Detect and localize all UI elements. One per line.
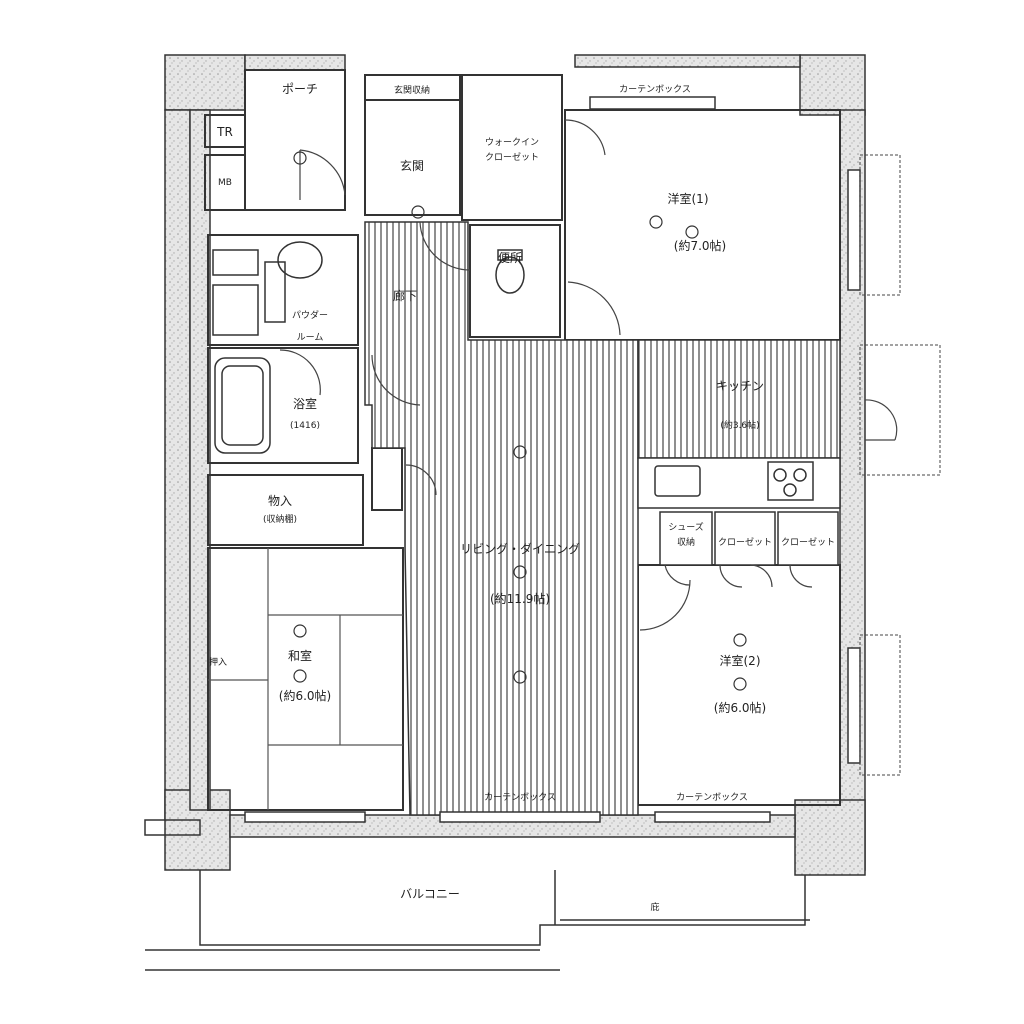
walkin-label-2: クローゼット [485, 151, 539, 163]
kitchen-counter [637, 457, 841, 509]
toilet-fixture [495, 249, 525, 294]
entrance-label: 玄関 [400, 158, 424, 173]
porch-label: ポーチ [282, 82, 318, 96]
living-label: リビング・ダイニング [460, 541, 580, 556]
light-fixtures [293, 151, 747, 691]
room-walls [204, 69, 841, 811]
wood-floor [364, 221, 841, 816]
shoes-label-1: シューズ [668, 521, 704, 533]
washbasin [212, 241, 323, 336]
storage-sub: (収納棚) [263, 513, 297, 525]
western1-label: 洋室(1) [668, 191, 709, 206]
room-labels: ポーチ TR MB 玄関収納 玄関 ウォークイン クローゼット 洋室(1) (約… [209, 82, 835, 913]
mb-label: MB [218, 178, 232, 188]
closet-label-2: クローゼット [781, 536, 835, 548]
closet-label-1: クローゼット [718, 536, 772, 548]
entrance-storage-label: 玄関収納 [394, 84, 430, 96]
western2-size: (約6.0帖) [714, 700, 766, 715]
balcony-label: バルコニー [400, 887, 460, 901]
powder-label-2: ルーム [297, 332, 324, 343]
shoes-label-2: 収納 [677, 536, 695, 548]
powder-label-1: パウダー [292, 309, 328, 321]
balcony-rail [144, 819, 810, 971]
curtain-box-label-1: カーテンボックス [619, 84, 691, 95]
curtain-box-label-3: カーテンボックス [676, 792, 748, 803]
japanese-label: 和室 [288, 648, 312, 663]
western1-size: (約7.0帖) [674, 238, 726, 253]
storage-label: 物入 [268, 494, 292, 508]
bath-size: (1416) [290, 421, 320, 431]
japanese-size: (約6.0帖) [279, 688, 331, 703]
curtain-box-label-2: カーテンボックス [484, 792, 556, 803]
oshiire-label: 押入 [209, 656, 227, 668]
western2-label: 洋室(2) [720, 653, 761, 668]
walkin-label-1: ウォークイン [485, 137, 539, 148]
tatami [208, 548, 403, 810]
hallway-label: 廊下 [393, 288, 417, 303]
closets [659, 511, 839, 566]
toilet-label: 便所 [498, 251, 522, 265]
bath-label: 浴室 [293, 396, 317, 411]
tr-label: TR [216, 125, 233, 139]
windows [244, 96, 861, 823]
exterior-frames [859, 154, 941, 776]
outer-walls [164, 54, 866, 876]
kitchen-size: (約3.6帖) [720, 419, 759, 431]
kitchen-label: キッチン [716, 379, 764, 393]
door-swings [279, 119, 898, 631]
bathtub [214, 357, 271, 454]
living-size: (約11.9帖) [490, 591, 550, 606]
roof-label: 庇 [650, 901, 659, 913]
